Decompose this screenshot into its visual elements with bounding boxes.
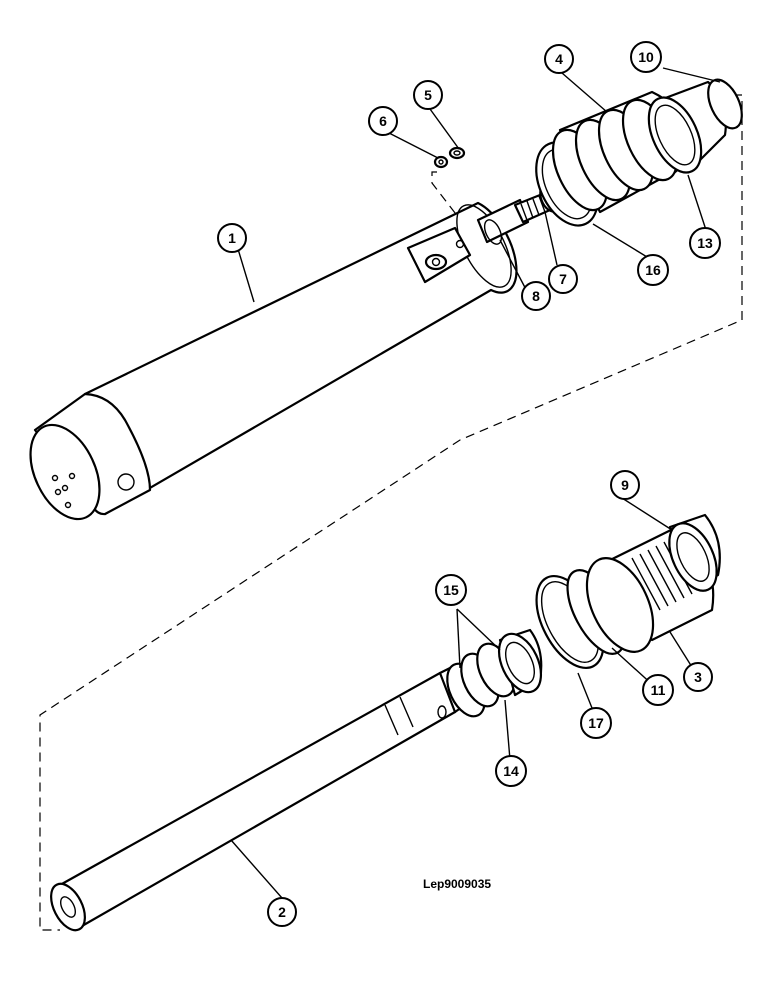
svg-text:11: 11 [651,682,666,698]
dust-seal [668,513,721,592]
svg-text:3: 3 [694,669,702,685]
svg-text:6: 6 [379,113,387,129]
cylinder-tube [29,201,518,521]
svg-text:14: 14 [503,763,519,779]
svg-text:9: 9 [621,477,629,493]
svg-text:17: 17 [588,715,604,731]
svg-text:2: 2 [278,904,286,920]
svg-text:8: 8 [532,288,540,304]
callout-16: 16 [637,254,669,286]
callout-4: 4 [544,44,574,74]
callout-11: 11 [642,674,674,706]
svg-text:15: 15 [443,582,459,598]
callout-5: 5 [413,80,443,110]
svg-text:10: 10 [638,49,654,65]
piston-rod [50,662,474,932]
callout-2: 2 [267,897,297,927]
nut [433,155,449,169]
svg-text:16: 16 [645,262,661,278]
callouts: 1 2 3 4 5 6 7 8 [217,41,721,927]
svg-text:1: 1 [228,230,236,246]
assembly-dashed-lines [39,94,743,931]
svg-text:5: 5 [424,87,432,103]
callout-17: 17 [580,707,612,739]
callout-8: 8 [521,281,551,311]
callout-15: 15 [435,574,467,606]
svg-text:13: 13 [697,235,713,251]
piston [551,90,692,214]
svg-text:7: 7 [559,271,567,287]
callout-10: 10 [630,41,662,73]
callout-1: 1 [217,223,247,253]
callout-7: 7 [548,264,578,294]
svg-text:4: 4 [555,51,563,67]
callout-3: 3 [683,662,713,692]
fitting [448,146,466,160]
rod-packing [497,628,543,697]
callout-9: 9 [610,470,640,500]
leader-lines [230,67,721,899]
callout-13: 13 [689,227,721,259]
drawing-code: Lep9009035 [423,877,491,891]
callout-14: 14 [495,755,527,787]
rod-end [476,191,552,245]
callout-6: 6 [368,106,398,136]
